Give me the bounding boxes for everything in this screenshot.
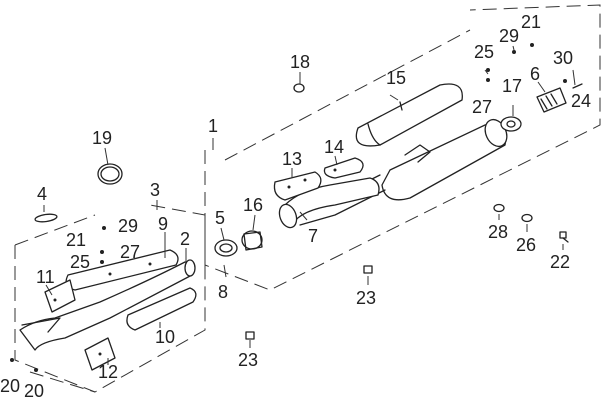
callout-5: 5 bbox=[215, 208, 225, 228]
callout-9: 9 bbox=[158, 214, 168, 234]
heat-shield-14-part bbox=[323, 157, 364, 179]
assembly-1-inner-line bbox=[224, 29, 471, 161]
callout-25-left: 25 bbox=[70, 252, 90, 272]
assembly-3-top-line bbox=[14, 214, 96, 246]
callout-23-lower: 23 bbox=[238, 350, 258, 370]
clamp-band-19 bbox=[97, 163, 123, 185]
callout-21-left: 21 bbox=[66, 230, 86, 250]
assembly-3-bottom-line bbox=[29, 371, 96, 393]
callout-20-right: 20 bbox=[24, 381, 44, 400]
callout-12: 12 bbox=[98, 362, 118, 382]
callout-18: 18 bbox=[290, 52, 310, 72]
bolt-23-lower bbox=[245, 331, 255, 340]
heat-shield-10 bbox=[126, 287, 197, 331]
callout-26: 26 bbox=[516, 235, 536, 255]
washer-29-right bbox=[512, 50, 516, 54]
callout-labels: 1 2 3 4 5 6 7 8 9 10 11 12 13 14 15 16 1… bbox=[0, 12, 591, 400]
washer-26 bbox=[521, 213, 533, 223]
gasket-part-5 bbox=[214, 239, 238, 257]
callout-1: 1 bbox=[208, 116, 218, 136]
washer-27-right bbox=[486, 78, 490, 82]
exhaust-pipe-2 bbox=[19, 259, 196, 351]
callout-11: 11 bbox=[36, 267, 55, 287]
callout-2: 2 bbox=[180, 229, 190, 249]
callout-23-upper: 23 bbox=[356, 288, 376, 308]
washer-28 bbox=[493, 203, 505, 213]
callout-21-right: 21 bbox=[521, 12, 541, 32]
callout-20-left: 20 bbox=[0, 376, 20, 396]
callout-30: 30 bbox=[553, 48, 573, 68]
silencer-insert-6 bbox=[536, 87, 567, 113]
heat-shield-13-part bbox=[273, 171, 322, 201]
bolt-23-upper bbox=[363, 265, 373, 274]
washer-25-right bbox=[486, 68, 490, 72]
callout-13: 13 bbox=[282, 149, 302, 169]
bolt-18 bbox=[293, 83, 305, 93]
clamp-part-16 bbox=[241, 230, 263, 251]
gasket-4 bbox=[34, 213, 58, 223]
callout-10: 10 bbox=[155, 327, 175, 347]
callout-8: 8 bbox=[218, 282, 228, 302]
callout-27-right: 27 bbox=[472, 97, 492, 117]
gasket-ring-17 bbox=[500, 116, 522, 132]
callout-28: 28 bbox=[488, 222, 508, 242]
callout-7: 7 bbox=[308, 226, 318, 246]
leader-lines bbox=[43, 45, 576, 365]
left-small-hardware bbox=[10, 226, 106, 372]
callout-29-left: 29 bbox=[118, 216, 138, 236]
callout-25-right: 25 bbox=[474, 42, 494, 62]
callout-19: 19 bbox=[92, 128, 112, 148]
callout-24: 24 bbox=[571, 91, 591, 111]
callout-15: 15 bbox=[386, 68, 406, 88]
callout-3: 3 bbox=[150, 180, 160, 200]
callout-14: 14 bbox=[324, 137, 344, 157]
callout-17: 17 bbox=[502, 76, 522, 96]
assembly-1-boundary bbox=[204, 4, 601, 291]
callout-22: 22 bbox=[550, 252, 570, 272]
assembly-3-boundary bbox=[14, 204, 206, 393]
callout-27-left: 27 bbox=[120, 242, 140, 262]
callout-16: 16 bbox=[243, 195, 263, 215]
heat-shield-upper-part bbox=[355, 83, 463, 147]
bolt-30 bbox=[563, 79, 567, 83]
bolt-22 bbox=[559, 231, 569, 243]
bracket-12 bbox=[84, 337, 116, 371]
callout-6: 6 bbox=[530, 64, 540, 84]
bracket-11 bbox=[44, 279, 76, 313]
bolt-24 bbox=[572, 83, 583, 89]
callout-4: 4 bbox=[37, 184, 47, 204]
nut-21-right bbox=[530, 43, 534, 47]
callout-29-right: 29 bbox=[499, 26, 519, 46]
